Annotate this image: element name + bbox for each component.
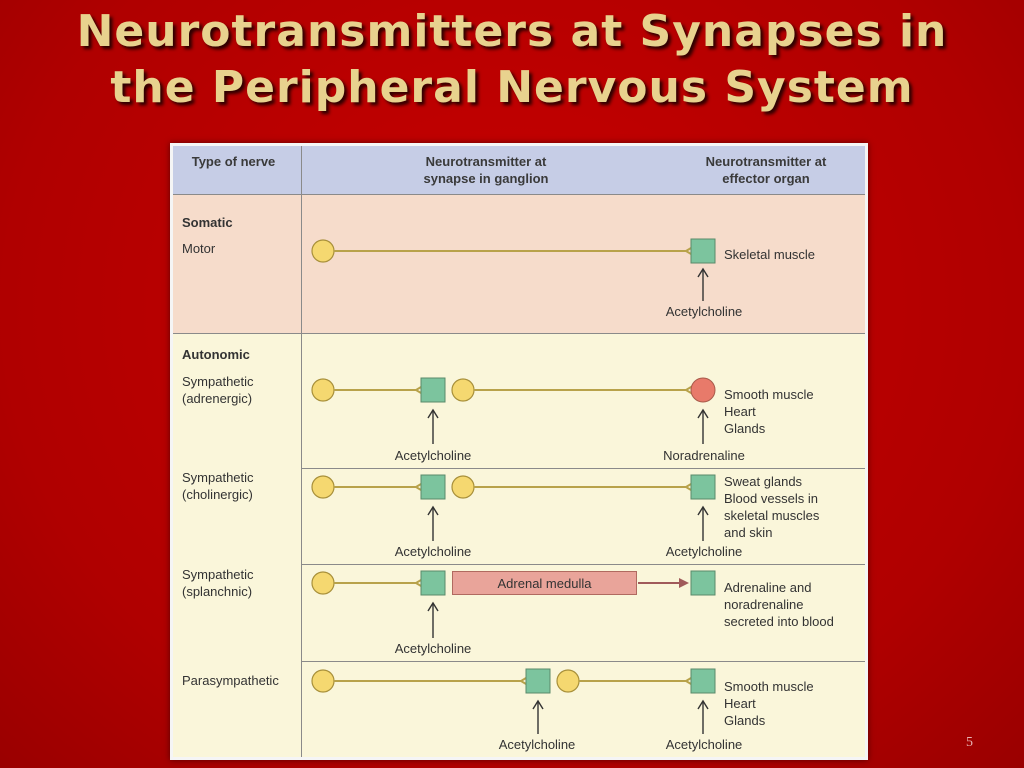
header-type-of-nerve: Type of nerve [191,154,276,169]
header-ganglion: Neurotransmitter at synapse in ganglion [423,154,549,186]
arrow-head [697,505,709,516]
organ-parasympathetic: Smooth muscle Heart Glands [724,678,814,729]
somatic-band [173,195,865,334]
cell-body [451,378,475,402]
organ-line: Glands [724,713,766,728]
synapse-target [690,668,716,694]
label-autonomic: Autonomic [182,347,250,362]
nt-parasymp-ganglion: Acetylcholine [498,737,576,752]
organ-line: Heart [724,404,756,419]
organ-line: skeletal muscles [724,508,820,523]
cell-body [311,669,335,693]
arrow-head [427,408,439,419]
nt-parasymp-effector: Acetylcholine [665,737,743,752]
arrow-head [697,267,709,278]
column-divider [301,146,302,757]
organ-line: Adrenaline and [724,580,812,595]
organ-line: secreted into blood [724,614,834,629]
arrow-head [427,505,439,516]
row-divider [301,333,865,334]
table-header [173,146,865,195]
nt-cholinergic-ganglion: Acetylcholine [394,544,472,559]
row-divider [301,468,865,469]
organ-skeletal-muscle: Skeletal muscle [724,247,816,262]
nt-adrenergic-effector: Noradrenaline [663,448,745,463]
neurotransmitter-figure: Type of nerve Neurotransmitter at synaps… [170,143,868,760]
label-parasympathetic: Parasympathetic [182,673,279,688]
label-motor: Motor [182,241,216,256]
cell-body [556,669,580,693]
organ-line: Smooth muscle [724,679,814,694]
organ-line: Glands [724,421,766,436]
synapse-target [420,377,446,403]
arrow-head [697,699,709,710]
label-somatic: Somatic [182,215,233,230]
organ-line: Blood vessels in [724,491,818,506]
organ-line: and skin [724,525,773,540]
nt-cholinergic-effector: Acetylcholine [665,544,743,559]
slide-title: Neurotransmitters at Synapses in the Per… [0,4,1024,116]
organ-cholinergic: Sweat glands Blood vessels in skeletal m… [724,473,819,541]
synapse-target [690,474,716,500]
synapse-target [690,238,716,264]
label-symp-cholinergic: Sympathetic (cholinergic) [182,470,254,502]
nt-somatic-effector: Acetylcholine [665,304,743,319]
page-number: 5 [966,735,973,750]
adrenal-medulla-box: Adrenal medulla [452,571,637,595]
nt-splanchnic-ganglion: Acetylcholine [394,641,472,656]
organ-line: Smooth muscle [724,387,814,402]
synapse-target [525,668,551,694]
cell-body [311,378,335,402]
organ-line: Sweat glands [724,474,803,489]
organ-line: Heart [724,696,756,711]
effector-red-target [690,377,716,403]
cell-body [311,475,335,499]
arrow-head [427,601,439,612]
nt-adrenergic-ganglion: Acetylcholine [394,448,472,463]
synapse-target [420,474,446,500]
organ-adrenergic: Smooth muscle Heart Glands [724,386,814,437]
cell-body [451,475,475,499]
label-symp-splanchnic: Sympathetic (splanchnic) [182,567,254,599]
synapse-target [420,570,446,596]
title-line-2: the Peripheral Nervous System [110,62,914,113]
row-divider [301,564,865,565]
organ-splanchnic: Adrenaline and noradrenaline secreted in… [724,579,834,630]
synapse-target [690,570,716,596]
title-line-1: Neurotransmitters at Synapses in [76,6,948,57]
label-symp-adrenergic: Sympathetic (adrenergic) [182,374,254,406]
cell-body [311,571,335,595]
organ-line: noradrenaline [724,597,804,612]
header-effector: Neurotransmitter at effector organ [705,154,827,186]
adrenal-arrow-head [679,578,689,588]
row-divider [301,661,865,662]
cell-body [311,239,335,263]
neuron-paths [311,238,716,734]
arrow-head [697,408,709,419]
arrow-head [532,699,544,710]
